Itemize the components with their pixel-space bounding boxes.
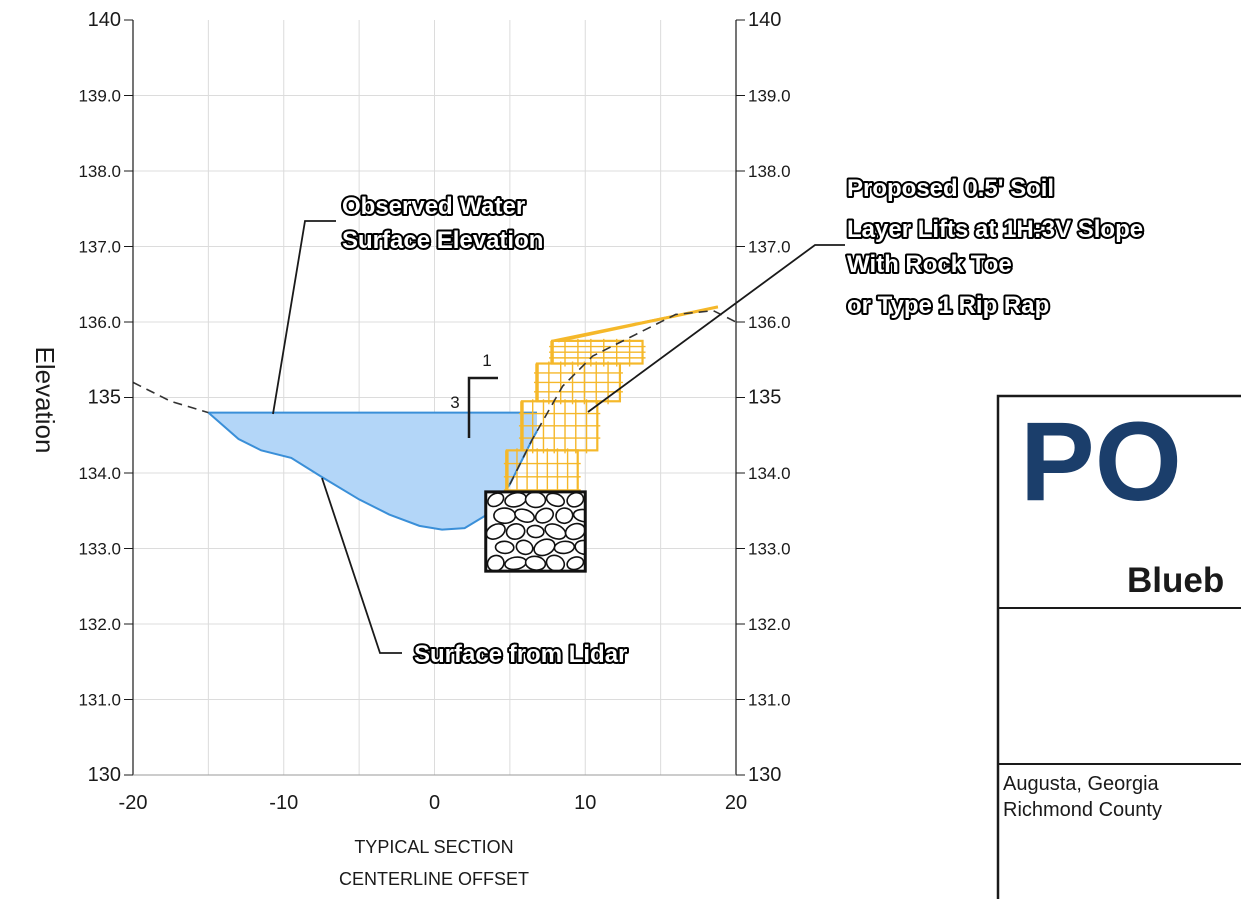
rock-toe-frame bbox=[484, 490, 587, 573]
water-callout-leader bbox=[272, 220, 336, 415]
y-tick-label-left: 136.0 bbox=[78, 313, 121, 332]
y-tick-label-left: 138.0 bbox=[78, 162, 121, 181]
x-tick-label: 20 bbox=[725, 792, 747, 814]
y-tick-label-left: 140 bbox=[88, 9, 121, 31]
y-tick-label-left: 132.0 bbox=[78, 615, 121, 634]
y-tick-label-right: 136.0 bbox=[748, 313, 791, 332]
proposed-callout-line-1: Proposed 0.5' Soil bbox=[847, 175, 1054, 202]
y-tick-label-left: 133.0 bbox=[78, 540, 121, 559]
slope-marker-bracket bbox=[467, 376, 498, 438]
rock-stone bbox=[526, 524, 545, 539]
y-tick-label-right: 130 bbox=[748, 764, 781, 786]
rock-stone bbox=[566, 491, 585, 508]
rock-stone bbox=[555, 507, 574, 525]
company-logo: PO bbox=[1020, 399, 1182, 524]
soil-lift-layers bbox=[503, 305, 719, 507]
callout-leaders bbox=[272, 220, 845, 654]
proposed-callout-leader bbox=[587, 244, 845, 413]
y-tick-label-right: 139.0 bbox=[748, 87, 791, 106]
y-tick-label-right: 134.0 bbox=[748, 464, 791, 483]
water-fill bbox=[208, 412, 538, 530]
lidar-surface-right bbox=[509, 309, 736, 485]
title-block: PO Blueb Augusta, Georgia Richmond Count… bbox=[996, 394, 1241, 899]
rock-toe bbox=[484, 490, 587, 573]
project-name-partial: Blueb bbox=[1127, 561, 1224, 600]
y-tick-label-right: 132.0 bbox=[748, 615, 791, 634]
rock-stone bbox=[544, 523, 567, 540]
proposed-callout-line-2: Layer Lifts at 1H:3V Slope bbox=[847, 216, 1143, 243]
x-tick-label: 0 bbox=[429, 792, 440, 814]
water-callout-line-2: Surface Elevation bbox=[342, 227, 543, 254]
rock-stone bbox=[515, 539, 534, 556]
x-tick-label: -10 bbox=[269, 792, 298, 814]
y-axis-title: Elevation bbox=[30, 347, 60, 454]
slope-marker: 3 1 bbox=[450, 351, 498, 438]
y-tick-label-left: 134.0 bbox=[78, 464, 121, 483]
slope-rise-label: 3 bbox=[450, 393, 459, 412]
x-tick-label: -20 bbox=[119, 792, 148, 814]
project-location-city: Augusta, Georgia bbox=[1003, 773, 1160, 795]
rock-stone bbox=[493, 507, 517, 525]
rock-stone bbox=[534, 507, 555, 524]
lidar-surface-line bbox=[133, 309, 736, 485]
lidar-callout: Surface from Lidar bbox=[414, 641, 627, 668]
rock-stone bbox=[553, 540, 576, 555]
water-callout-line-1: Observed Water bbox=[342, 193, 525, 220]
proposed-callout-line-3: With Rock Toe bbox=[847, 251, 1012, 278]
title-block-frame bbox=[996, 394, 1241, 899]
slope-run-label: 1 bbox=[482, 351, 491, 370]
y-tick-label-right: 140 bbox=[748, 9, 781, 31]
x-tick-label: 10 bbox=[574, 792, 596, 814]
soil-lift bbox=[549, 338, 646, 367]
y-tick-label-left: 130 bbox=[88, 764, 121, 786]
y-tick-label-left: 135 bbox=[88, 387, 121, 409]
y-tick-label-left: 131.0 bbox=[78, 691, 121, 710]
rock-stone bbox=[545, 492, 566, 508]
rock-stone bbox=[514, 508, 536, 523]
project-location-county: Richmond County bbox=[1003, 799, 1162, 821]
y-tick-label-left: 139.0 bbox=[78, 87, 121, 106]
company-logo-text: PO bbox=[1020, 399, 1182, 524]
lidar-surface-left bbox=[133, 381, 209, 414]
rock-stone bbox=[566, 556, 585, 571]
rock-stone bbox=[533, 538, 556, 557]
tick-labels: 140 140 139.0 139.0 138.0 138.0 137.0 137.0 136.… bbox=[78, 9, 790, 814]
rock-stone bbox=[505, 523, 526, 540]
rock-stone bbox=[487, 492, 505, 508]
rock-toe-stones bbox=[485, 491, 586, 572]
x-axis-title-line-1: TYPICAL SECTION bbox=[354, 837, 513, 857]
y-tick-label-left: 137.0 bbox=[78, 238, 121, 257]
rock-stone bbox=[524, 491, 547, 509]
lidar-callout-leader bbox=[321, 477, 402, 654]
y-tick-label-right: 137.0 bbox=[748, 238, 791, 257]
x-axis-title-line-2: CENTERLINE OFFSET bbox=[339, 869, 529, 889]
rock-stone bbox=[494, 540, 515, 555]
y-tick-label-right: 138.0 bbox=[748, 162, 791, 181]
grid-lines bbox=[133, 20, 736, 775]
soil-lift bbox=[518, 399, 601, 454]
y-tick-label-right: 133.0 bbox=[748, 540, 791, 559]
y-tick-label-right: 131.0 bbox=[748, 691, 791, 710]
y-tick-label-right: 135 bbox=[748, 387, 781, 409]
proposed-callout-line-4: or Type 1 Rip Rap bbox=[847, 292, 1049, 319]
